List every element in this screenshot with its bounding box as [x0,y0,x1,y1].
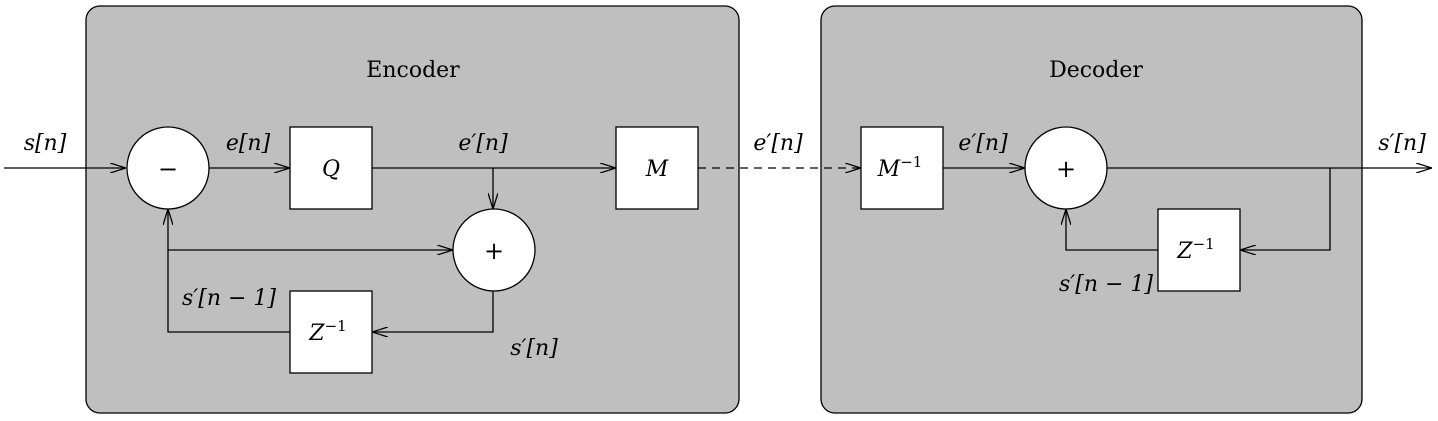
quantizer-label: Q [322,157,340,182]
delay-to-subtractor-wire [168,209,290,333]
decoder-prediction-label: s′[n − 1] [1059,272,1153,297]
encoder-quantized-error-label: e′[n] [458,131,508,156]
encoder-adder-node: + [452,208,536,292]
subtractor-symbol: − [158,155,178,183]
reconstructed-to-delay-wire [372,291,494,332]
quantizer-block: Q [289,126,373,210]
decoder-title: Decoder [1049,58,1143,83]
mapper-block: M [615,126,699,210]
mapper-label: M [645,157,669,182]
decoder-adder-node: + [1024,126,1108,210]
encoder-prediction-label: s′[n − 1] [182,286,276,311]
encoder-delay-label: Z−1 [308,317,346,346]
encoder-title: Encoder [366,58,460,83]
output-signal-label: s′[n] [1378,131,1426,156]
inverse-mapper-label: M−1 [877,153,923,182]
inverse-mapper-block: M−1 [860,126,944,210]
error-signal-label: e[n] [226,131,271,156]
input-signal-label: s[n] [24,131,67,156]
encoder-delay-block: Z−1 [289,290,373,374]
subtractor-node: − [126,126,210,210]
decoder-adder-symbol: + [1056,155,1076,183]
encoder-panel [85,5,740,414]
decoder-quantized-error-label: e′[n] [958,131,1008,156]
decoder-panel [820,5,1363,414]
encoder-reconstructed-label: s′[n] [510,336,558,361]
encoder-adder-symbol: + [484,237,504,265]
decoder-delay-block: Z−1 [1157,208,1241,292]
delay-to-decoder-adder-wire [1066,209,1158,251]
channel-signal-label: e′[n] [753,131,803,156]
output-to-delay-wire [1240,168,1331,250]
decoder-delay-label: Z−1 [1176,235,1214,264]
